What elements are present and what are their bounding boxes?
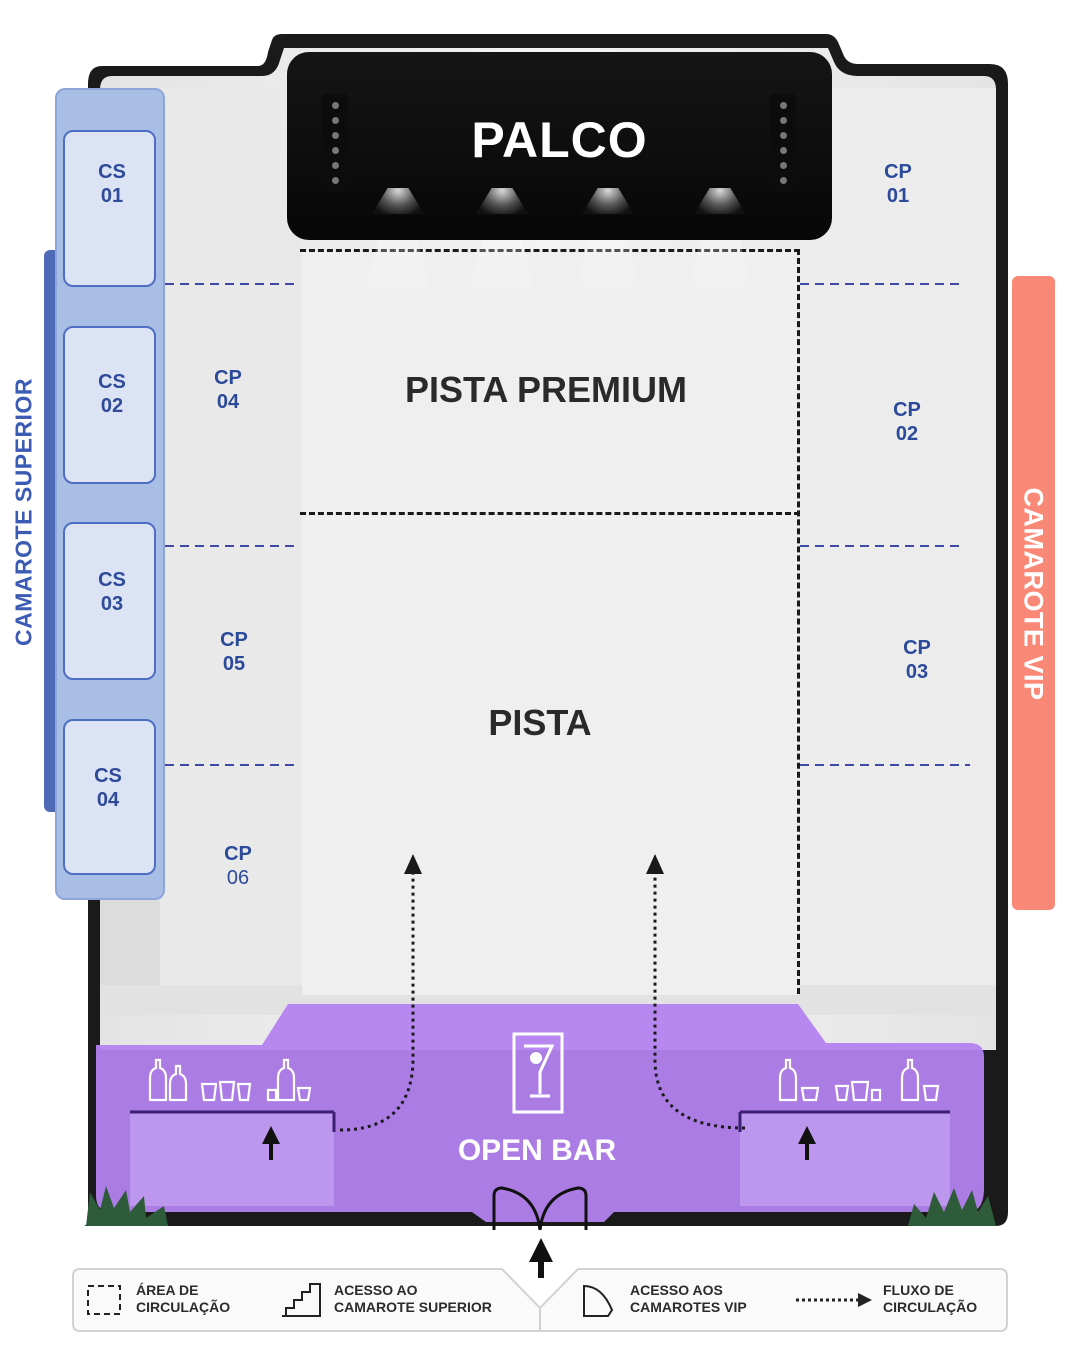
pista-top-border [300,249,800,252]
cs-03-box[interactable] [63,522,156,680]
pista-label: PISTA [488,702,592,743]
pista-right-border [797,249,800,994]
bar-glass-sign-icon [512,1032,564,1114]
pista-premium-label: PISTA PREMIUM [404,369,688,410]
right-flow-arrowhead-icon [646,854,664,874]
entrance-doors-icon [492,1186,588,1231]
left-shadow [100,900,160,1000]
camarote-superior-accent [44,250,58,812]
left-plant-icon [86,1186,168,1226]
entrance-arrow-icon [529,1238,553,1278]
vip-door-icon [583,1284,614,1317]
left-speaker-icon [322,94,348,192]
camarote-vip-bar[interactable] [1012,276,1055,910]
cs-04-box[interactable] [63,719,156,875]
pista-premium-divider [300,512,800,515]
stairs-icon [282,1283,321,1317]
stage-label: PALCO [471,112,648,168]
pista-area [302,250,799,995]
left-flow-arrow [339,872,415,1132]
right-aisle [800,88,996,1000]
right-bar-counter [740,1112,950,1206]
cs-01-box[interactable] [63,130,156,287]
left-aisle [160,88,302,1000]
drinks-left-icon [148,1058,312,1102]
left-bar-counter [130,1112,334,1206]
camarote-superior-label: CAMAROTE SUPERIOR [10,378,37,646]
right-speaker-icon [770,94,796,192]
cs-02-box[interactable] [63,326,156,484]
open-bar-label: OPEN BAR [457,1134,617,1167]
left-flow-arrowhead-icon [404,854,422,874]
camarote-vip-label: CAMAROTE VIP [1018,487,1049,701]
dashed-square-icon [87,1285,121,1315]
right-plant-icon [908,1188,996,1226]
dotted-arrow-icon [796,1293,872,1307]
drinks-right-icon [778,1058,940,1102]
right-flow-arrow [653,872,746,1130]
